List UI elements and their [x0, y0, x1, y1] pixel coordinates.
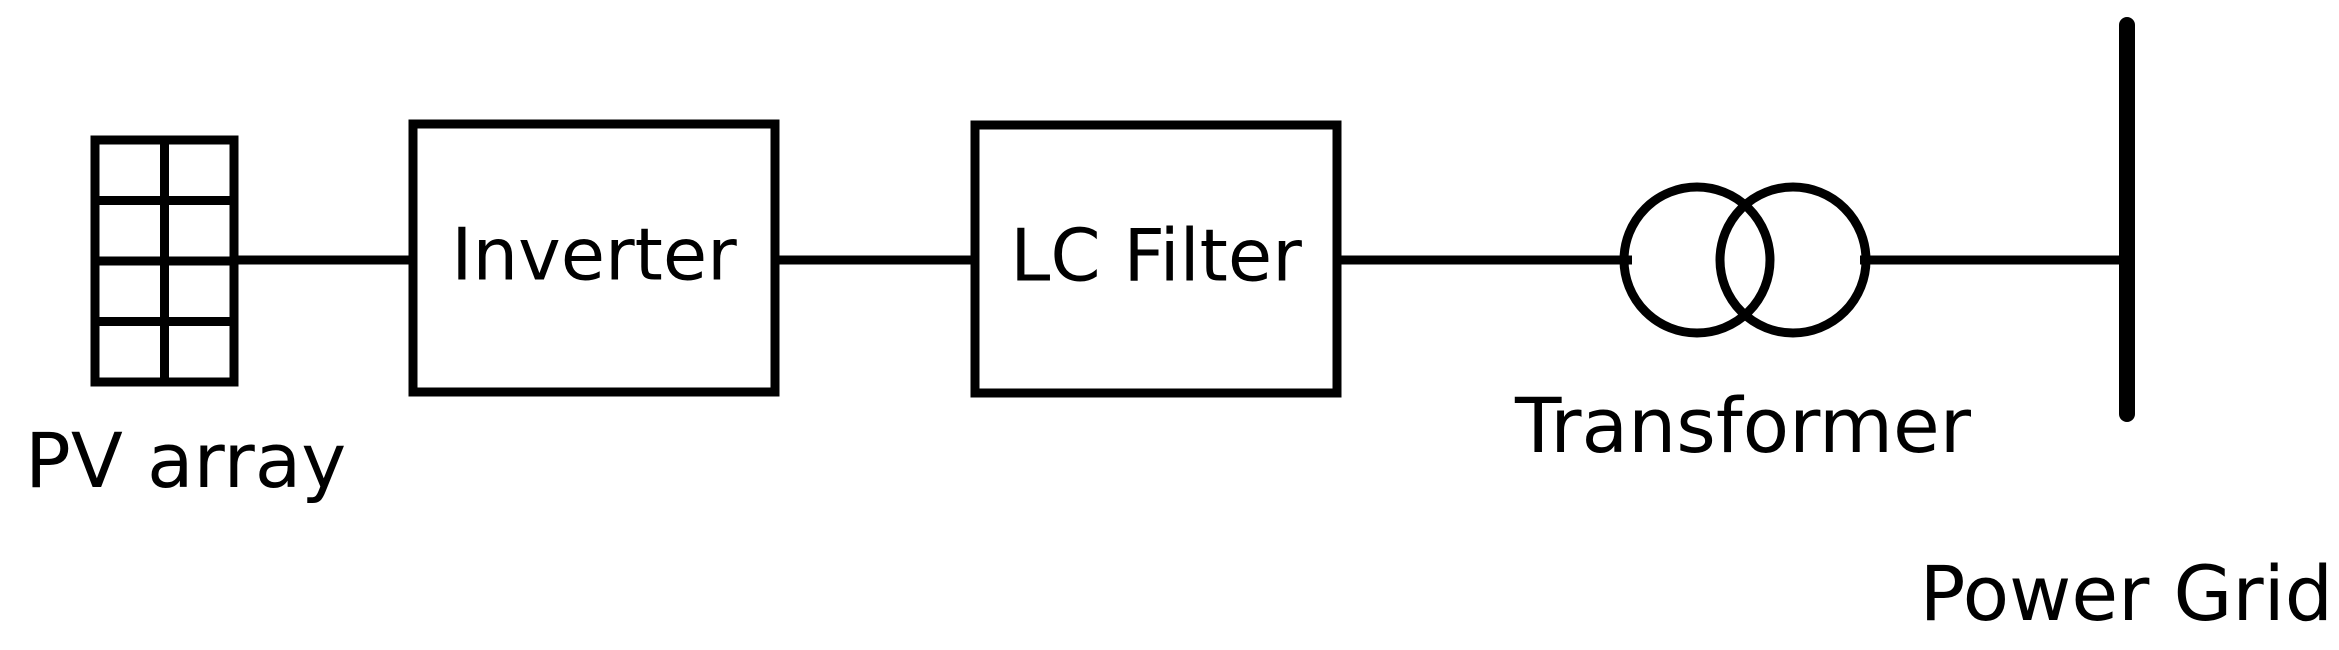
lc-filter-label: LC Filter: [1010, 214, 1302, 298]
inverter-node[interactable]: Inverter: [408, 119, 780, 397]
pv-array-caption: PV array: [25, 416, 346, 505]
lc-filter-node[interactable]: LC Filter: [970, 120, 1342, 398]
power-grid-caption: Power Grid: [1920, 549, 2333, 638]
transformer-primary-winding-circle: [1619, 182, 1775, 338]
transformer-caption: Transformer: [1514, 381, 1972, 470]
transformer-node[interactable]: [1619, 182, 1871, 338]
transformer-secondary-winding-circle: [1715, 182, 1871, 338]
inverter-label: Inverter: [451, 213, 737, 297]
pv-array-node[interactable]: [90, 135, 239, 387]
